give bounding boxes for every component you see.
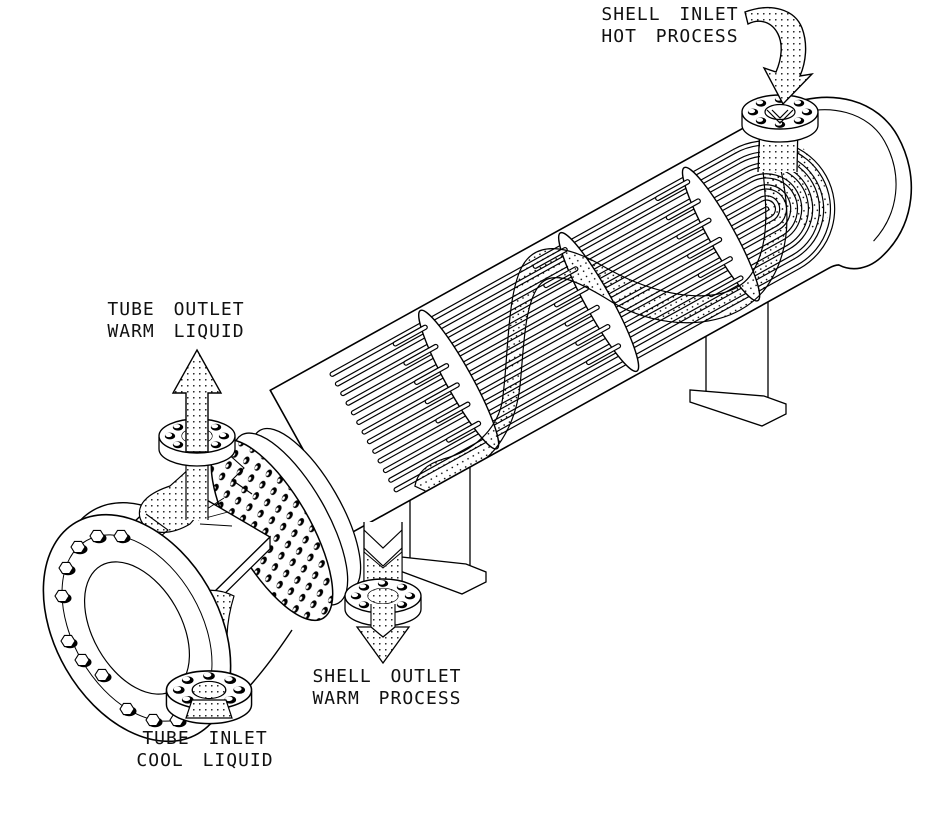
baffle-plates: [418, 166, 761, 450]
tube-outlet-arrow: [171, 348, 223, 453]
tube-outlet-label-line2: WARM LIQUID: [107, 321, 245, 342]
shell-outlet-nozzle: [345, 522, 421, 665]
shell-inlet-label-line1: SHELL INLET: [601, 4, 739, 25]
tube-outlet-label-line1: TUBE OUTLET: [107, 299, 245, 320]
shell-inlet-label-line2: HOT PROCESS: [601, 26, 739, 47]
shell-outlet-label-line2: WARM PROCESS: [312, 688, 462, 709]
tube-outlet-nozzle: [159, 348, 235, 520]
shell-outlet-label-line1: SHELL OUTLET: [312, 666, 462, 687]
shell-inlet-label: SHELL INLET HOT PROCESS: [540, 4, 800, 48]
shell-inlet-arrow: [744, 7, 814, 106]
tube-inlet-label-line2: COOL LIQUID: [136, 750, 274, 771]
tube-outlet-label: TUBE OUTLET WARM LIQUID: [46, 299, 306, 343]
shell-end-dome: [787, 109, 897, 242]
shell-body: [269, 96, 913, 535]
tube-inlet-label: TUBE INLET COOL LIQUID: [75, 728, 335, 772]
shell-outlet-label: SHELL OUTLET WARM PROCESS: [257, 666, 517, 710]
tube-inlet-label-line1: TUBE INLET: [142, 728, 268, 749]
shell-outlet-arrow: [355, 626, 411, 665]
tube-inlet-nozzle: [166, 671, 251, 724]
shell-inlet-nozzle: [742, 7, 818, 173]
tube-inlet-flow-stub: [185, 699, 233, 719]
